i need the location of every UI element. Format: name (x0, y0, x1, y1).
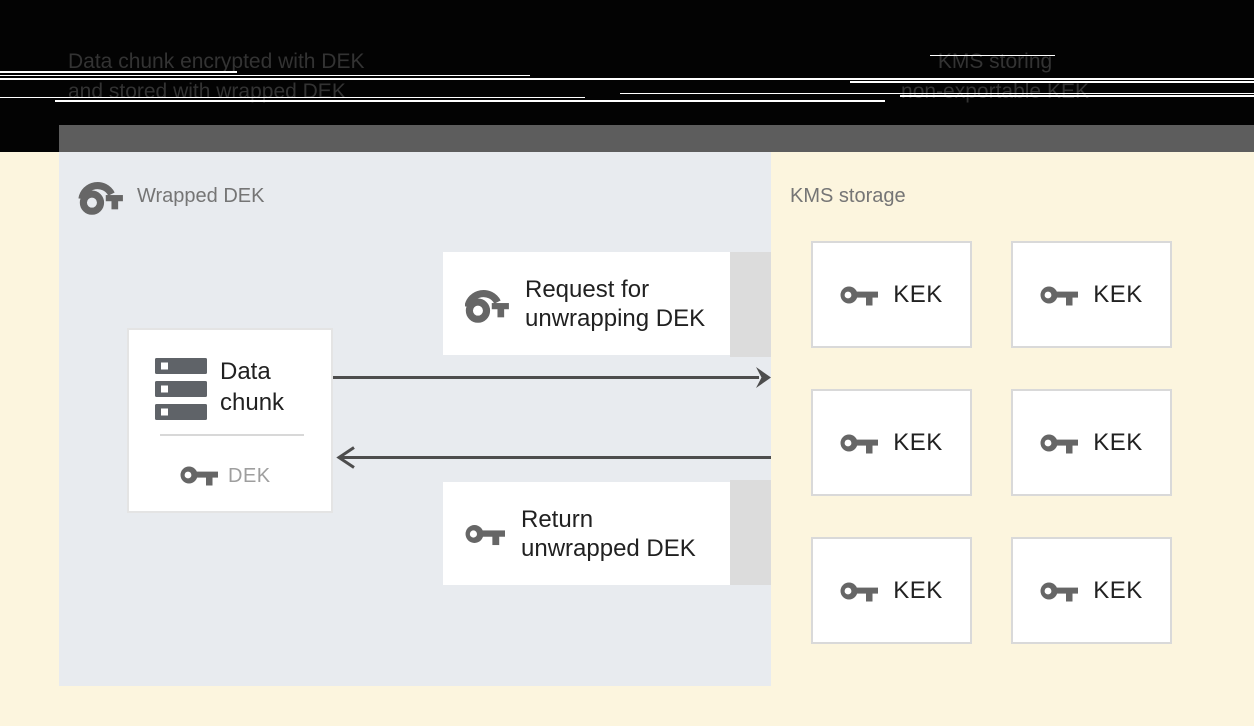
wrapped-key-icon (78, 181, 123, 215)
kek-key-icon (1040, 286, 1079, 305)
data-chunk-title-line: Data (220, 358, 271, 385)
return-box-line: Return (521, 505, 594, 533)
data-chunk-title-line: chunk (220, 389, 285, 416)
storage-stack-icon (155, 358, 207, 420)
kek-key-icon (840, 582, 879, 601)
glitch-line (930, 55, 1055, 56)
dek-label: DEK (228, 465, 271, 487)
divider-bar (59, 125, 1254, 152)
kek-key-icon (840, 434, 879, 453)
return-box: Return unwrapped DEK (443, 482, 730, 585)
return-box-line: unwrapped DEK (521, 534, 696, 562)
kek-label: KEK (1093, 428, 1143, 456)
wrapped-key-icon (465, 289, 509, 323)
glitch-header: Data chunk encrypted with DEK and stored… (0, 0, 1254, 152)
request-box-strip (730, 252, 771, 357)
kek-label: KEK (893, 428, 943, 456)
kek-key-icon (1040, 582, 1079, 601)
divider (160, 434, 304, 436)
caption-line: KMS storing (937, 50, 1053, 73)
request-box: Request for unwrapping DEK (443, 252, 730, 355)
kek-label: KEK (1093, 280, 1143, 308)
request-box-line: Request for (525, 275, 650, 303)
glitch-line (850, 81, 1254, 83)
key-icon (465, 524, 505, 545)
kek-box: KEK (811, 389, 972, 496)
return-arrow (336, 446, 771, 469)
kek-label: KEK (1093, 576, 1143, 604)
glitch-line (0, 71, 237, 73)
caption-data-chunk: Data chunk encrypted with DEK and stored… (68, 47, 364, 107)
request-arrow (333, 367, 771, 388)
kek-label: KEK (893, 576, 943, 604)
return-box-strip (730, 480, 771, 585)
kek-label: KEK (893, 280, 943, 308)
glitch-line (55, 100, 885, 102)
glitch-line (0, 75, 530, 76)
caption-kms-storing: KMS storing non-exportable KEK (855, 47, 1135, 107)
data-chunk-box: Data chunk DEK (127, 328, 333, 513)
kek-box: KEK (811, 537, 972, 644)
glitch-line (0, 97, 585, 98)
glitch-line (0, 78, 1254, 80)
kek-box: KEK (811, 241, 972, 348)
kek-key-icon (1040, 434, 1079, 453)
wrapped-dek-label: Wrapped DEK (137, 184, 265, 207)
dek-key-icon (180, 466, 218, 486)
wrapped-dek-panel: Wrapped DEK Data chunk DEK (59, 152, 771, 686)
caption-line: non-exportable KEK (901, 80, 1089, 103)
caption-line: Data chunk encrypted with DEK (68, 50, 365, 73)
kek-key-icon (840, 286, 879, 305)
caption-line: and stored with wrapped DEK (68, 80, 346, 103)
request-box-text: Request for unwrapping DEK (525, 275, 705, 333)
wrapped-dek-header: Wrapped DEK (78, 176, 264, 216)
request-box-line: unwrapping DEK (525, 304, 706, 332)
kek-box: KEK (1011, 241, 1172, 348)
kek-grid: KEK KEK KEK KEK KEK (811, 241, 1172, 644)
kek-box: KEK (1011, 389, 1172, 496)
data-chunk-title: Data chunk (220, 356, 284, 418)
glitch-line (900, 95, 1254, 97)
kms-storage-label: KMS storage (790, 185, 906, 207)
return-box-text: Return unwrapped DEK (521, 505, 696, 563)
kek-box: KEK (1011, 537, 1172, 644)
glitch-line (620, 93, 1254, 94)
